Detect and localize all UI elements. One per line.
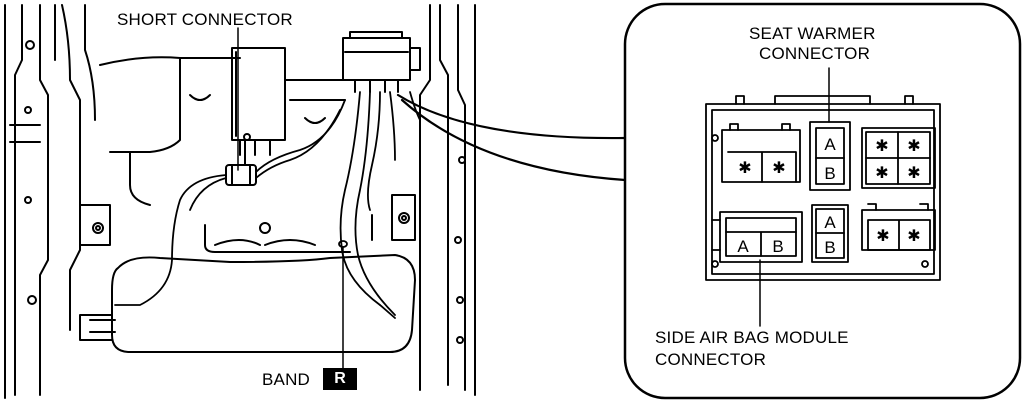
unused-pin-marker: ✱: [907, 228, 920, 245]
middle-pin-a: A: [824, 213, 836, 232]
band-clip: [338, 240, 348, 248]
seat-warmer-pin-b: B: [824, 164, 835, 183]
unused-pin-marker: ✱: [738, 160, 751, 177]
zoom-callout-wedge: [396, 93, 627, 182]
band-label: BAND: [262, 370, 311, 389]
left-seat-rail: [4, 4, 116, 399]
seat-warmer-pin-block: [809, 121, 851, 191]
leader-lines: [237, 27, 830, 371]
side-airbag-label-line1: SIDE AIR BAG MODULE: [655, 328, 849, 347]
unused-pin-marker: ✱: [772, 160, 785, 177]
seat-warmer-harness-connector: [342, 31, 421, 93]
short-connector-label: SHORT CONNECTOR: [117, 10, 293, 29]
unused-pin-marker: ✱: [907, 165, 920, 182]
unused-pin-marker: ✱: [876, 228, 889, 245]
unused-cavity-markers: ✱ ✱ ✱ ✱ ✱ ✱ ✱ ✱: [738, 138, 920, 245]
cavity-block-bottom-right: [861, 203, 936, 251]
seat-cushion-frame: [79, 56, 416, 353]
housing-top-tab: [774, 95, 871, 105]
seat-warmer-label-line1: SEAT WARMER: [749, 24, 876, 43]
seat-warmer-label-line2: CONNECTOR: [759, 44, 871, 63]
unused-pin-marker: ✱: [875, 138, 888, 155]
unused-pin-marker: ✱: [907, 138, 920, 155]
side-airbag-label-line2: CONNECTOR: [655, 350, 767, 369]
connector-face: [705, 95, 941, 281]
band-r-badge: R: [323, 368, 357, 390]
seat-warmer-pin-a: A: [824, 135, 836, 154]
middle-pin-block: [811, 204, 849, 263]
wire-harness: [114, 91, 421, 319]
side-airbag-pin-b: B: [772, 237, 783, 256]
inset-frame: [623, 2, 1022, 400]
side-airbag-pin-a: A: [737, 237, 749, 256]
connector-housing: [705, 103, 941, 281]
unused-pin-marker: ✱: [875, 165, 888, 182]
right-seat-rail: [371, 4, 476, 396]
side-airbag-pin-block: [711, 211, 803, 263]
middle-pin-b: B: [824, 238, 835, 257]
cavity-block-top-right: [861, 127, 936, 189]
pin-labels: A B A B A B: [737, 135, 836, 257]
cavity-block-top-left: [721, 123, 801, 183]
